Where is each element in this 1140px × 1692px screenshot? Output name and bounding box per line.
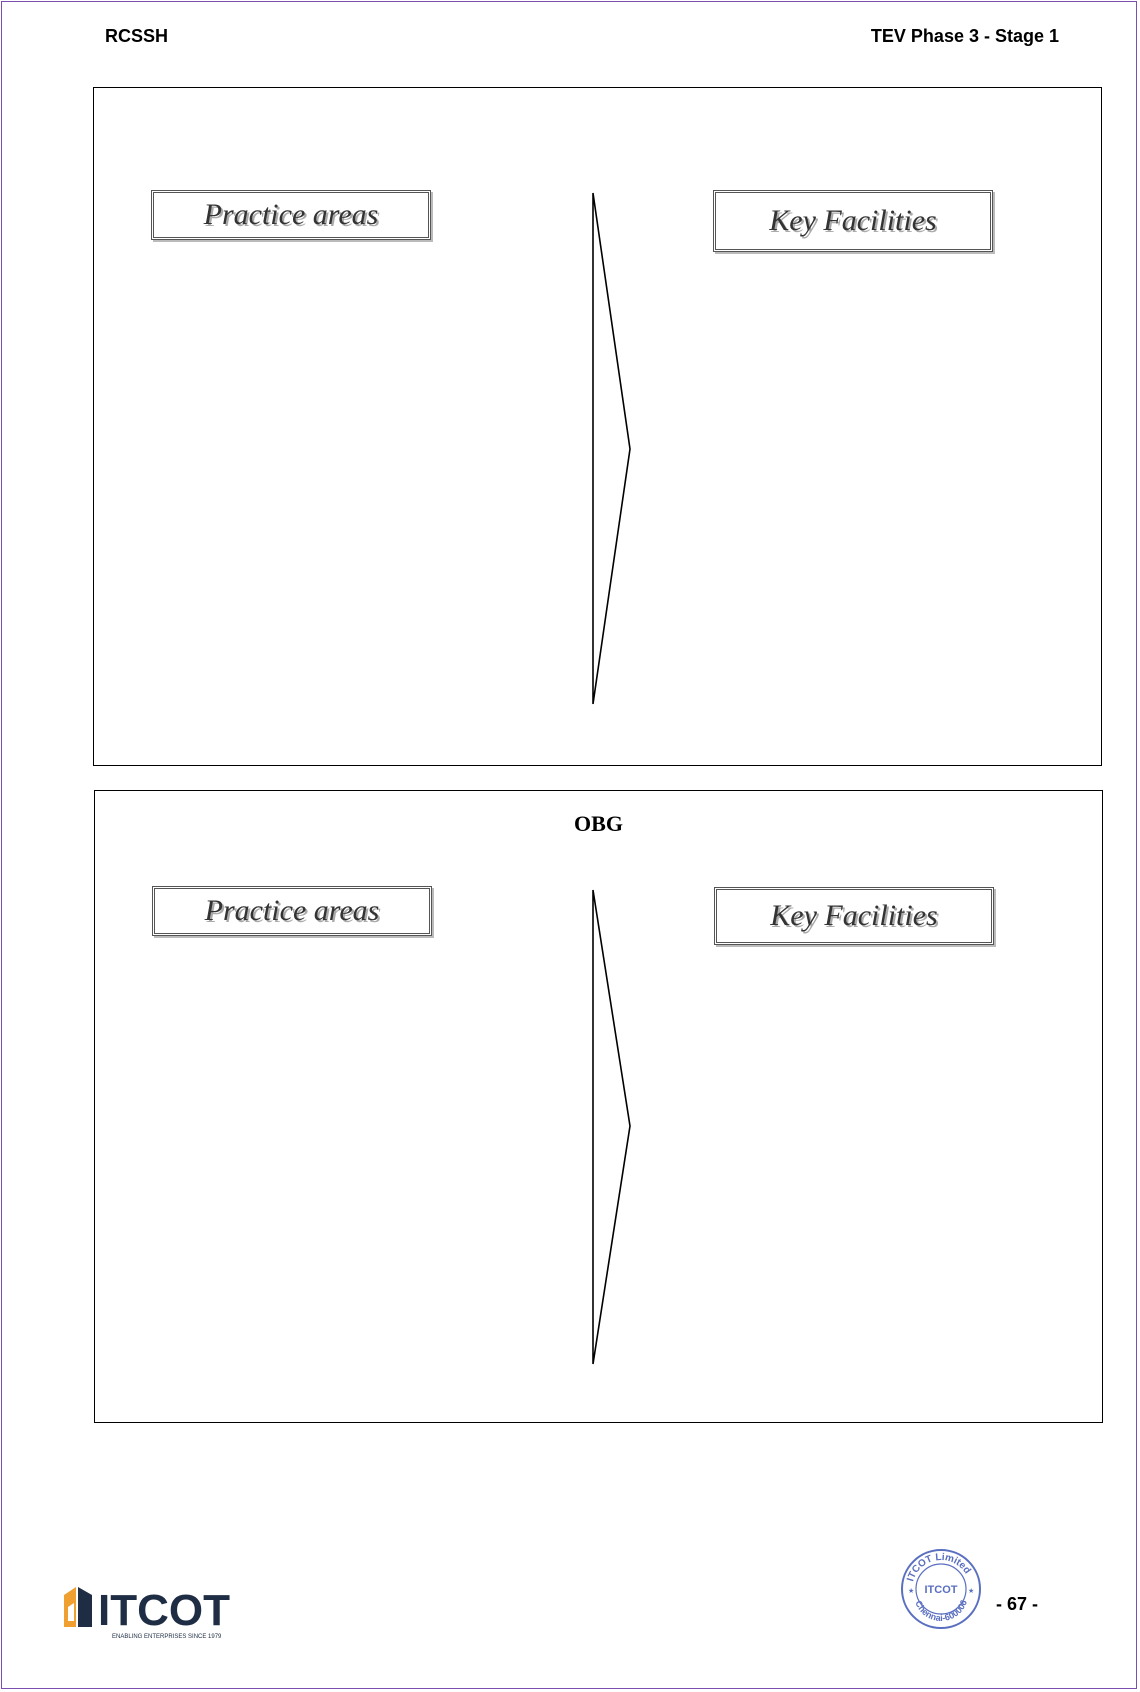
- header-right: TEV Phase 3 - Stage 1: [870, 26, 1059, 46]
- svg-text:★: ★: [908, 1587, 914, 1595]
- practice-areas-box: Practice areas: [152, 886, 432, 936]
- obg-panel: OBG Practice areas Key Facilities: [94, 790, 1103, 1423]
- panel-title: OBG: [574, 811, 623, 836]
- chevron-arrow-icon: [592, 192, 631, 705]
- logo-tagline: ENABLING ENTERPRISES SINCE 1979: [112, 1634, 222, 1640]
- key-facilities-box: Key Facilities: [713, 190, 993, 252]
- svg-text:Chennai-600006: Chennai-600006: [913, 1599, 969, 1624]
- practice-areas-box: Practice areas: [151, 190, 431, 240]
- key-facilities-label: Key Facilities: [770, 899, 938, 932]
- practice-areas-label: Practice areas: [203, 198, 379, 231]
- key-facilities-label: Key Facilities: [769, 204, 937, 237]
- practice-areas-label: Practice areas: [204, 894, 380, 927]
- practice-panel-1: Practice areas Key Facilities: [93, 87, 1102, 766]
- page-number: - 67 -: [996, 1594, 1039, 1614]
- svg-text:ITCOT: ITCOT: [925, 1584, 958, 1596]
- logo-wordmark: ITCOT: [98, 1586, 230, 1635]
- company-seal-stamp: ITCOT Limited Chennai-600006 ITCOT ★ ★: [901, 1549, 981, 1629]
- svg-text:★: ★: [968, 1587, 974, 1595]
- key-facilities-box: Key Facilities: [714, 887, 994, 945]
- header-left: RCSSH: [105, 26, 169, 46]
- itcot-logo: ITCOT ENABLING ENTERPRISES SINCE 1979: [64, 1586, 230, 1640]
- chevron-arrow-icon: [592, 889, 631, 1365]
